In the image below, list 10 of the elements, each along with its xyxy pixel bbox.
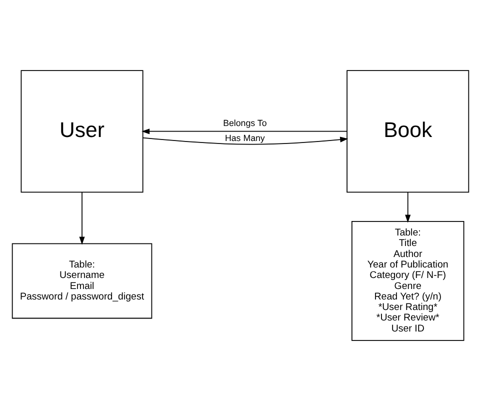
arrow	[142, 128, 348, 134]
node-box: Table: Username Email Password / password_digest	[12, 242, 152, 318]
edge-label: Belongs To	[223, 118, 267, 128]
node-box: User	[20, 70, 144, 192]
arrow	[79, 191, 85, 244]
edge-label: Has Many	[224, 132, 265, 143]
node-box: Book	[346, 70, 470, 192]
node-box: Table: Title Author Year of Publication Category (F/ N-F) Genre Read Yet? (y/n) *User Rating* *User Review* User ID	[351, 220, 464, 340]
arrow	[405, 191, 411, 222]
arrow	[142, 136, 348, 144]
